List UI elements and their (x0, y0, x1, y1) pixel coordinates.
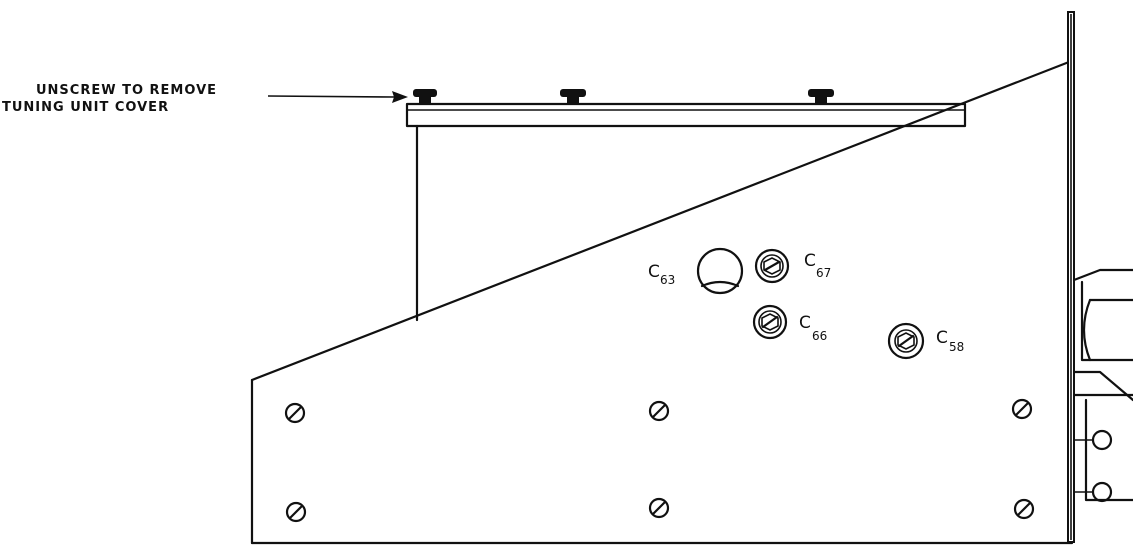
callout-arrow (267, 91, 408, 103)
c66-label-sub: 66 (812, 329, 827, 343)
cover-screw-3 (808, 89, 834, 104)
panel-screw-top-left (284, 402, 306, 424)
side-panel (250, 60, 1074, 545)
cover-screw-1 (413, 89, 437, 104)
c66-label: C (799, 313, 811, 333)
c63-access-hole (696, 247, 744, 295)
front-panel-hardware (1072, 268, 1133, 503)
panel-screw-bottom-right (1013, 498, 1035, 520)
panel-screw-top-middle (648, 400, 670, 422)
panel-screw-bottom-left (285, 501, 307, 523)
panel-knob-upper (1091, 429, 1113, 451)
cover-screw-2 (560, 89, 586, 104)
c67-trimmer (754, 248, 790, 284)
c66-trimmer (752, 304, 788, 340)
c58-label: C (936, 328, 948, 348)
callout-line-1: UNSCREW TO REMOVE (36, 83, 217, 98)
c67-label-sub: 67 (816, 266, 831, 280)
c58-label-sub: 58 (949, 340, 964, 354)
panel-screw-bottom-middle (648, 497, 670, 519)
c58-trimmer (887, 322, 925, 360)
c67-label: C (804, 251, 816, 271)
c63-label-sub: 63 (660, 273, 675, 287)
c63-label: C (648, 262, 660, 282)
front-panel (1067, 11, 1075, 543)
panel-screw-top-right (1011, 398, 1033, 420)
panel-knob-lower (1091, 481, 1113, 503)
tuning-unit-cover (405, 102, 967, 128)
callout-line-2: TUNING UNIT COVER (2, 100, 169, 115)
